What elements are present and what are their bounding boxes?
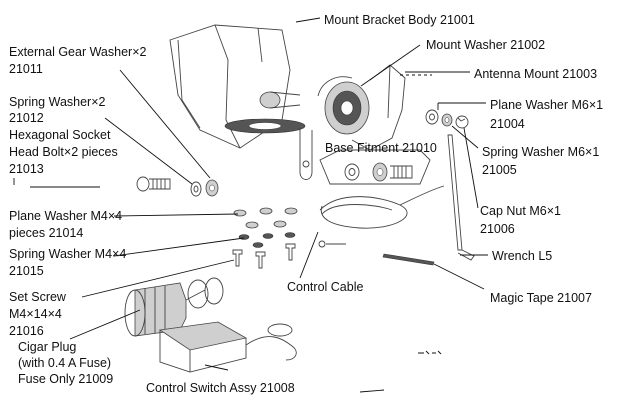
cigar-plug-part bbox=[124, 277, 224, 337]
washers-x2-part bbox=[190, 179, 219, 197]
set-screw-label: Set Screw bbox=[9, 290, 66, 304]
cigar-plug-fuse-note: (with 0.4 A Fuse) bbox=[18, 356, 112, 370]
spring-washer-m4-label: Spring Washer M4×4 bbox=[9, 247, 127, 261]
set-screw-number: 21016 bbox=[9, 324, 44, 338]
leader-lines bbox=[13, 17, 488, 371]
plane-washer-m6-label: Plane Washer M6×1 bbox=[490, 98, 604, 112]
spring-washer-x2-label: Spring Washer×2 bbox=[9, 95, 106, 109]
plane-washer-m4-number: pieces 21014 bbox=[9, 226, 84, 240]
magic-tape-label: Magic Tape 21007 bbox=[490, 291, 592, 305]
wrench-part bbox=[447, 134, 475, 261]
plane-washers-m4-part bbox=[233, 207, 298, 229]
hex-bolt-label: Hexagonal Socket bbox=[9, 128, 111, 142]
spring-washer-m6-label: Spring Washer M6×1 bbox=[482, 145, 600, 159]
stray-marks bbox=[359, 350, 442, 393]
hex-bolt-label-line2: Head Bolt×2 pieces bbox=[9, 145, 118, 159]
spring-washers-m4-part bbox=[238, 232, 296, 248]
spring-washer-m6-number: 21005 bbox=[482, 163, 517, 177]
spring-washer-m4-number: 21015 bbox=[9, 264, 44, 278]
external-gear-washer-label: External Gear Washer×2 bbox=[9, 45, 147, 59]
set-screws-part bbox=[232, 243, 296, 269]
cap-nut-label: Cap Nut M6×1 bbox=[480, 204, 561, 218]
set-screw-size: M4×14×4 bbox=[9, 307, 62, 321]
antenna-mount-label: Antenna Mount 21003 bbox=[474, 67, 598, 81]
hex-bolt-number: 21013 bbox=[9, 162, 44, 176]
control-switch-label: Control Switch Assy 21008 bbox=[146, 381, 295, 395]
hex-bolt-part bbox=[136, 176, 171, 192]
control-cable-label: Control Cable bbox=[287, 280, 364, 294]
cigar-plug-label: Cigar Plug bbox=[18, 340, 77, 354]
cap-nut-number: 21006 bbox=[480, 222, 515, 236]
spring-washer-x2-number: 21012 bbox=[9, 111, 44, 125]
m6-bolt-part bbox=[344, 162, 413, 182]
mount-bracket-body-label: Mount Bracket Body 21001 bbox=[324, 13, 475, 27]
mount-washer-label: Mount Washer 21002 bbox=[426, 38, 546, 52]
base-fitment-part bbox=[224, 118, 431, 185]
plane-washer-m6-number: 21004 bbox=[490, 117, 525, 131]
mount-washer-part bbox=[317, 76, 370, 135]
base-fitment-label: Base Fitment 21010 bbox=[325, 141, 437, 155]
plane-washer-m4-label: Plane Washer M4×4 bbox=[9, 209, 123, 223]
magic-tape-part bbox=[382, 253, 435, 266]
control-cable-part bbox=[318, 185, 445, 248]
control-switch-part bbox=[158, 321, 297, 373]
cigar-plug-number: Fuse Only 21009 bbox=[18, 372, 114, 386]
m6-hardware-part bbox=[425, 109, 469, 129]
wrench-label: Wrench L5 bbox=[492, 249, 553, 263]
external-gear-washer-number: 21011 bbox=[9, 62, 43, 76]
